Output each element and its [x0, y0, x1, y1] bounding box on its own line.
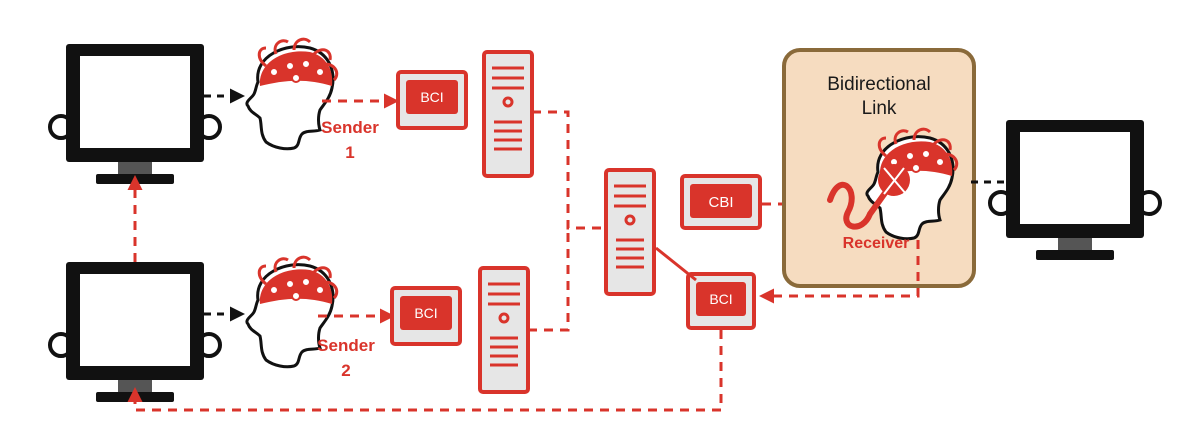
bci-feedback-arrow — [127, 330, 723, 412]
sender2-label: Sender — [317, 336, 375, 355]
server-cbi-label: CBI — [708, 194, 733, 211]
sender2-number: 2 — [341, 361, 350, 380]
sender1-bci-device-icon: BCI — [396, 70, 468, 130]
receiver-eeg-head-icon — [827, 127, 959, 241]
server-to-bci-link — [655, 246, 697, 282]
server-bci-label: BCI — [709, 291, 732, 307]
sender2-monitor-icon — [48, 260, 222, 404]
link-title-line2: Link — [862, 98, 897, 119]
sender1-monitor-icon — [48, 42, 222, 186]
sender2-bci-label: BCI — [414, 305, 437, 321]
sender1-to-server-link — [532, 110, 604, 230]
sender2-computer-tower-icon — [478, 266, 530, 394]
receiver-monitor-icon — [988, 118, 1162, 262]
sender1-number: 1 — [345, 143, 354, 162]
link-title-line1: Bidirectional — [827, 74, 931, 95]
sender1-computer-tower-icon — [482, 50, 534, 178]
receiver-label: Receiver — [843, 235, 910, 252]
sender1-label: Sender — [321, 118, 379, 137]
receiver-to-bci-arrow — [759, 240, 920, 304]
server-cbi-device-icon: CBI — [680, 174, 762, 230]
sender2-bci-device-icon: BCI — [390, 286, 462, 346]
server-bci-device-icon: BCI — [686, 272, 756, 330]
server-computer-tower-icon — [604, 168, 656, 296]
sender2-to-server-link — [528, 228, 570, 332]
sender1-bci-label: BCI — [420, 89, 443, 105]
